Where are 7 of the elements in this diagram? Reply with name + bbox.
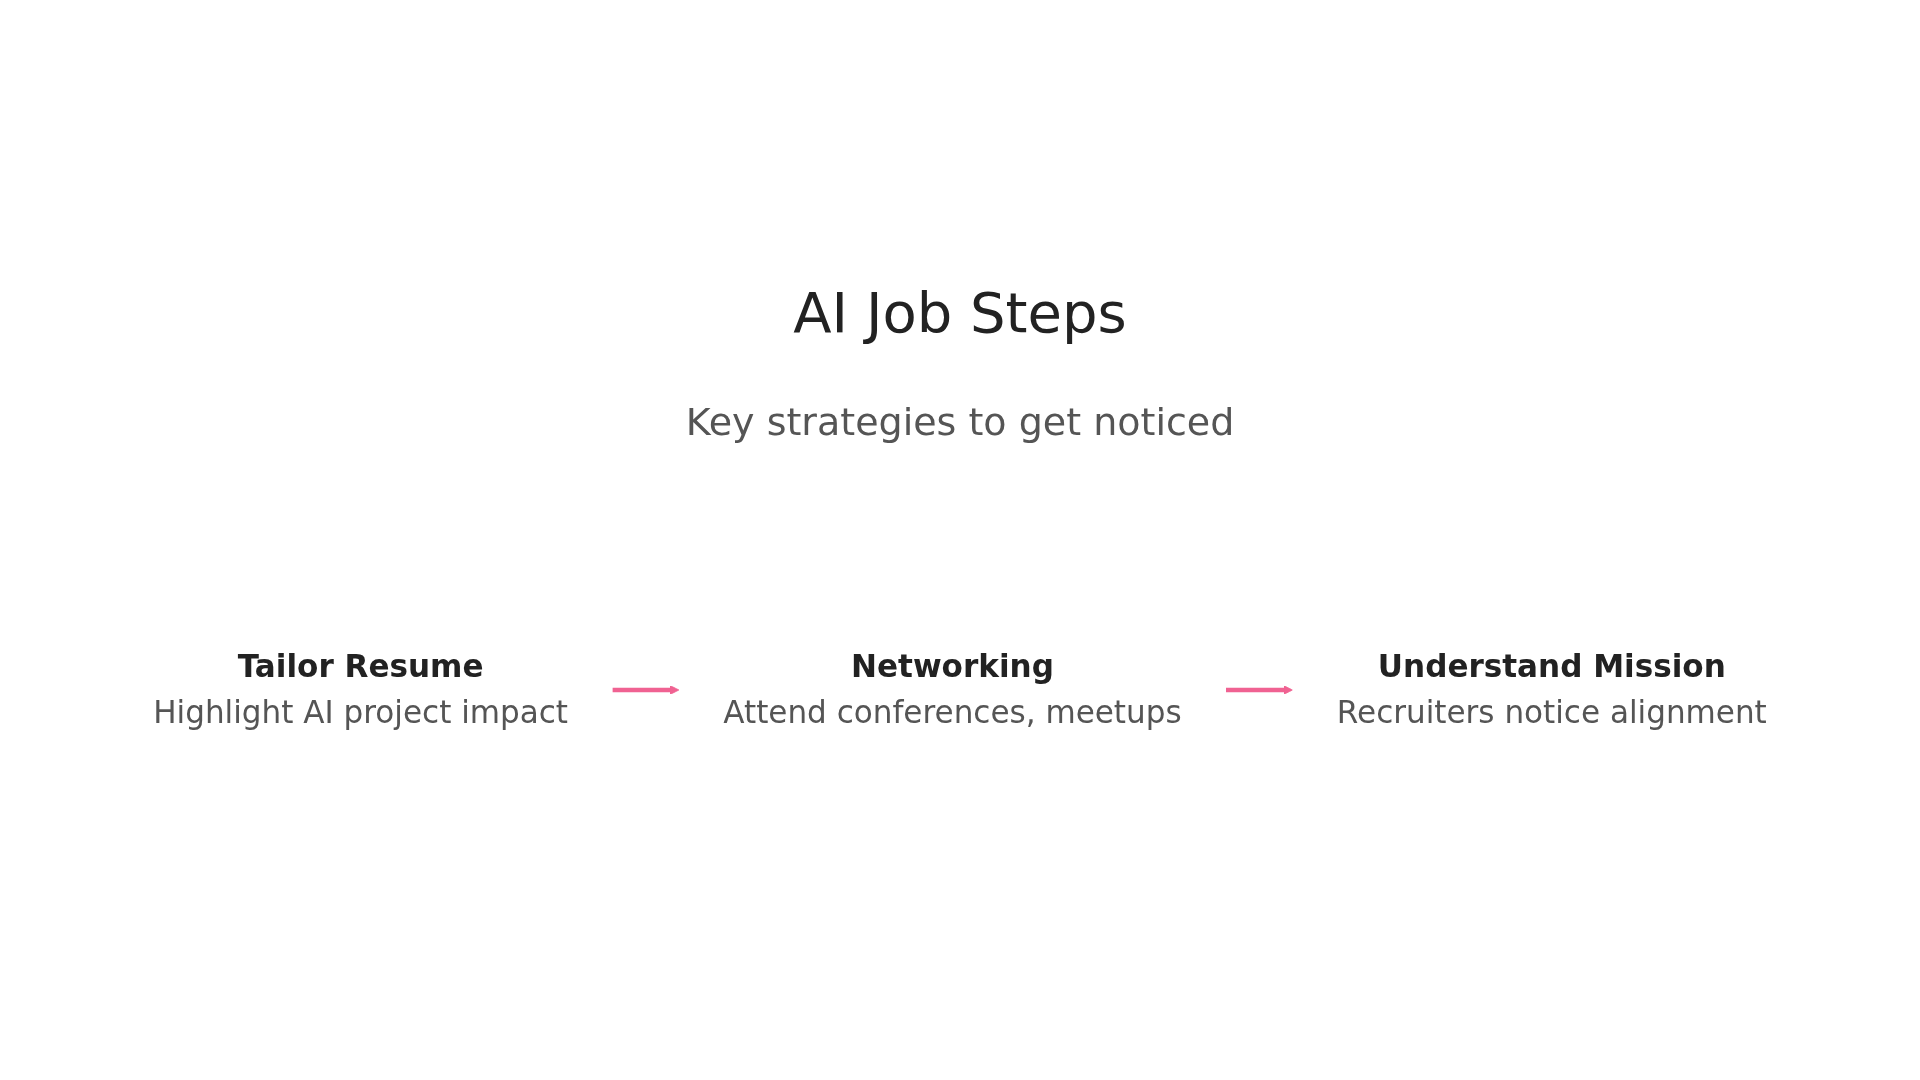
subtitle-text: Key strategies to get noticed bbox=[685, 400, 1235, 444]
arrow bbox=[1225, 685, 1293, 695]
diagram-title: AI Job Steps bbox=[792, 280, 1128, 345]
arrow bbox=[612, 685, 680, 695]
node-text: Understand Mission Recruiters notice alignment bbox=[1336, 647, 1767, 732]
node-text: Tailor Resume Highlight AI project impact bbox=[153, 647, 569, 732]
node-text: Networking Attend conferences, meetups bbox=[723, 647, 1182, 732]
